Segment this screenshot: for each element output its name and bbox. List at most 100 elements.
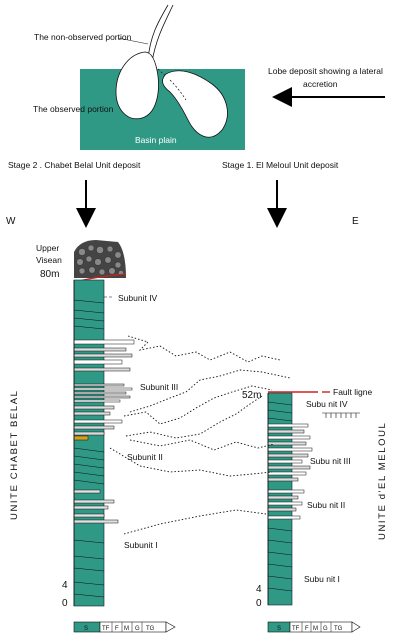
right-scale-tf: TF [292, 626, 300, 632]
right-depth-0: 0 [256, 598, 262, 609]
correlation-line-2 [129, 369, 291, 413]
right-iv-tick [267, 401, 293, 406]
right-scale-g: G [323, 626, 328, 632]
right-bed [267, 453, 309, 458]
left-bed [73, 411, 111, 416]
right-column: Fault ligne 52m 4 0 UNITE d'EL MELOUL Su… [242, 387, 388, 633]
left-scale-m: M [124, 626, 129, 632]
correlation-line-5 [129, 439, 275, 451]
left-iv-tick [73, 309, 105, 314]
left-bed [73, 431, 105, 436]
right-scale-tg: TG [334, 626, 343, 632]
left-bed [73, 339, 135, 345]
right-bed [267, 495, 299, 500]
right-subunit-i: Subu nit I [304, 574, 340, 584]
left-bed [73, 399, 121, 403]
left-iv-tick [73, 317, 105, 322]
left-bed-lower [73, 499, 115, 504]
correlation-line-3 [123, 385, 273, 425]
left-bed [73, 391, 127, 395]
fault-label: Fault ligne [333, 387, 372, 397]
left-bed-lower [73, 505, 109, 510]
observed-label: The observed portion [33, 104, 114, 114]
basin-plain-label: Basin plain [135, 135, 177, 145]
feeder-channel [147, 4, 169, 61]
left-column: Upper Visean 80m 4 0 UNITE CHABET BELAL … [9, 240, 178, 633]
right-i-tick [267, 587, 293, 592]
left-i-tick [73, 581, 105, 586]
correlation-line-4 [125, 395, 263, 439]
left-i-tick [73, 593, 105, 598]
right-bed [267, 441, 307, 446]
left-scale-s: S [84, 626, 88, 632]
left-ii-tick [73, 463, 105, 469]
left-bed [73, 395, 131, 399]
right-bed [267, 489, 305, 494]
stage1-label: Stage 1. El Meloul Unit deposit [222, 160, 339, 170]
left-subunit-ii: Subunit II [127, 452, 163, 462]
left-scale-tg: TG [146, 626, 155, 632]
left-bed-lower [73, 489, 101, 494]
correlation-line-6 [109, 447, 273, 477]
right-bed [267, 459, 303, 464]
right-scale-s: S [277, 626, 281, 632]
right-subunit-iv: Subu nit IV [306, 399, 348, 409]
right-bed [267, 447, 313, 452]
left-bed [73, 383, 125, 387]
non-observed-leader [117, 37, 149, 45]
left-scale-f: F [115, 626, 119, 632]
left-iv-tick [73, 325, 105, 330]
left-depth-4: 4 [62, 580, 68, 591]
fault-hatch [322, 412, 360, 418]
east-label: E [352, 216, 359, 227]
right-i-tick [267, 551, 293, 556]
right-iv-tick [267, 417, 293, 422]
right-i-tick [267, 575, 293, 580]
lobe-deposit-label-2: accretion [303, 79, 338, 89]
right-i-tick [267, 527, 293, 532]
right-bed [267, 515, 301, 520]
correlation-line-1 [127, 335, 281, 363]
right-bed [267, 423, 309, 428]
basin-sketch: The non-observed portion The observed po… [33, 4, 385, 150]
left-bed-set [73, 299, 135, 598]
left-bed [73, 359, 123, 365]
left-bed [73, 347, 127, 352]
left-bed [73, 419, 123, 424]
right-bed [267, 501, 303, 506]
right-bed [267, 465, 311, 470]
left-ii-tick [73, 455, 105, 461]
upper-visean-label-2: Visean [36, 255, 62, 265]
left-ii-tick [73, 479, 105, 485]
left-subunit-iii: Subunit III [140, 382, 178, 392]
right-i-tick [267, 539, 293, 544]
correlation-lines [109, 335, 291, 535]
lobe-deposit-label-1: Lobe deposit showing a lateral [268, 66, 383, 76]
right-top-depth: 52m [242, 390, 261, 401]
left-bed [73, 405, 115, 410]
lobe-right [162, 70, 228, 138]
left-i-tick [73, 539, 105, 544]
right-grain-scale: S TF F M G TG [267, 621, 361, 633]
conglomerate-pebbles [76, 244, 124, 276]
right-bed [267, 477, 299, 482]
upper-visean-label-1: Upper [36, 243, 59, 253]
right-scale-m: M [313, 626, 318, 632]
feeder-channel-2 [151, 4, 174, 63]
right-depth-4: 4 [256, 584, 262, 595]
right-subunit-ii: Subu nit II [307, 500, 345, 510]
left-bed-lower [73, 519, 119, 524]
right-bed [267, 471, 307, 476]
left-bed [73, 425, 115, 430]
right-iv-tick [267, 409, 293, 414]
left-bed [73, 367, 131, 372]
stage2-label: Stage 2 . Chabet Belal Unit deposit [8, 160, 141, 170]
left-grain-scale: S TF F M G TG [73, 621, 176, 633]
non-observed-label: The non-observed portion [34, 32, 132, 42]
left-top-depth: 80m [40, 269, 59, 280]
left-ii-tick [73, 447, 105, 453]
right-subunit-iii: Subu nit III [310, 456, 351, 466]
right-i-tick [267, 563, 293, 568]
right-bed [267, 429, 305, 434]
